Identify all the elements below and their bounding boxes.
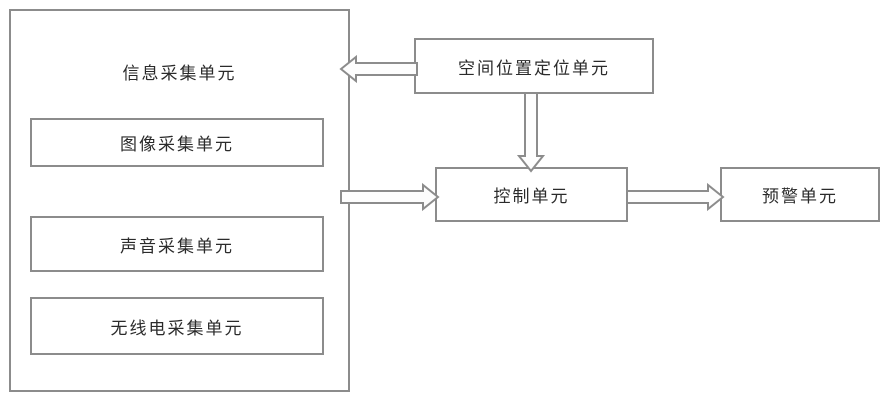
block-label-spatial-position-locating-unit: 空间位置定位单元 (458, 58, 610, 79)
arrow-acquisition-to-control-icon (340, 182, 440, 212)
block-image-acquisition-unit[interactable]: 图像采集单元 (30, 118, 324, 167)
block-control-unit[interactable]: 控制单元 (435, 167, 628, 222)
block-label-information-acquisition-unit: 信息采集单元 (122, 64, 237, 84)
arrow-spatial-to-control-icon (516, 92, 546, 173)
block-label-sound-acquisition-unit: 声音采集单元 (120, 236, 234, 257)
block-label-control-unit: 控制单元 (493, 187, 570, 207)
arrow-control-to-warning-icon (626, 182, 725, 212)
block-radio-acquisition-unit[interactable]: 无线电采集单元 (30, 297, 324, 355)
block-label-image-acquisition-unit: 图像采集单元 (120, 135, 234, 155)
block-label-early-warning-unit: 预警单元 (762, 187, 838, 207)
block-early-warning-unit[interactable]: 预警单元 (720, 167, 880, 222)
arrow-spatial-to-acquisition-icon (339, 54, 418, 84)
block-sound-acquisition-unit[interactable]: 声音采集单元 (30, 216, 324, 272)
block-spatial-position-locating-unit[interactable]: 空间位置定位单元 (414, 38, 654, 94)
block-label-radio-acquisition-unit: 无线电采集单元 (110, 318, 244, 339)
